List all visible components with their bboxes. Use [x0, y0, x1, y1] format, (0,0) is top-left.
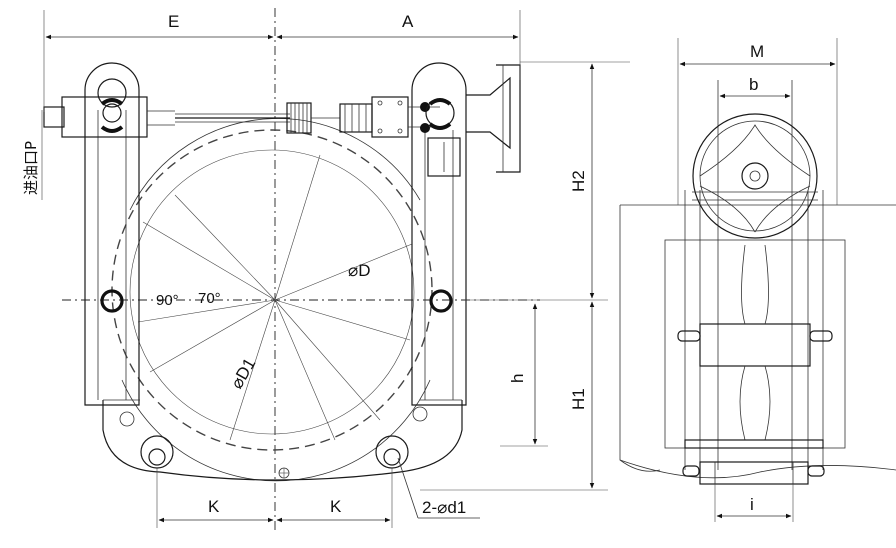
- side-wheel: [692, 113, 818, 239]
- oil-cylinder: [43, 96, 290, 138]
- dim-b-label: b: [749, 75, 758, 94]
- brake-drum-dashed: [111, 129, 433, 451]
- side-dimensions: M b i: [677, 38, 838, 522]
- dim-i-label: i: [750, 495, 754, 514]
- radial-lines: [137, 154, 413, 441]
- dia-D1-label: ⌀D1: [227, 355, 259, 392]
- oil-port-label: 进油口P: [22, 141, 40, 195]
- dia-D-label: ⌀D: [348, 261, 371, 280]
- spring-assembly: [286, 64, 521, 173]
- angle-90-label: 90°: [156, 292, 179, 309]
- left-pivot-pin: [100, 289, 124, 313]
- side-hub: [699, 323, 811, 367]
- dim-H2-label: H2: [569, 170, 588, 192]
- side-drum-rect: [664, 239, 846, 449]
- right-brake-arm: [411, 62, 467, 406]
- drum-inner-circle: [129, 149, 415, 435]
- shoe-top-arc: [129, 118, 421, 211]
- dim-K-left-label: K: [208, 497, 220, 516]
- dim-M-label: M: [750, 42, 764, 61]
- dim-h-label: h: [508, 374, 527, 383]
- side-view: [619, 80, 896, 485]
- dim-E-label: E: [168, 12, 179, 31]
- front-view: [43, 8, 540, 530]
- dim-H1-label: H1: [569, 388, 588, 410]
- dim-A-label: A: [402, 12, 414, 31]
- shoe-bottom-arc: [121, 379, 431, 482]
- front-dimensions: E A H2 H1 h K K 2-⌀d1 90° 70° ⌀D ⌀D1 进油口…: [22, 10, 630, 528]
- angle-70-label: 70°: [198, 290, 221, 307]
- right-pivot-pin: [429, 289, 453, 313]
- left-brake-arm: [84, 62, 140, 406]
- dim-K-right-label: K: [330, 497, 342, 516]
- dim-2-d1-label: 2-⌀d1: [422, 498, 466, 517]
- base-plate: [102, 399, 463, 481]
